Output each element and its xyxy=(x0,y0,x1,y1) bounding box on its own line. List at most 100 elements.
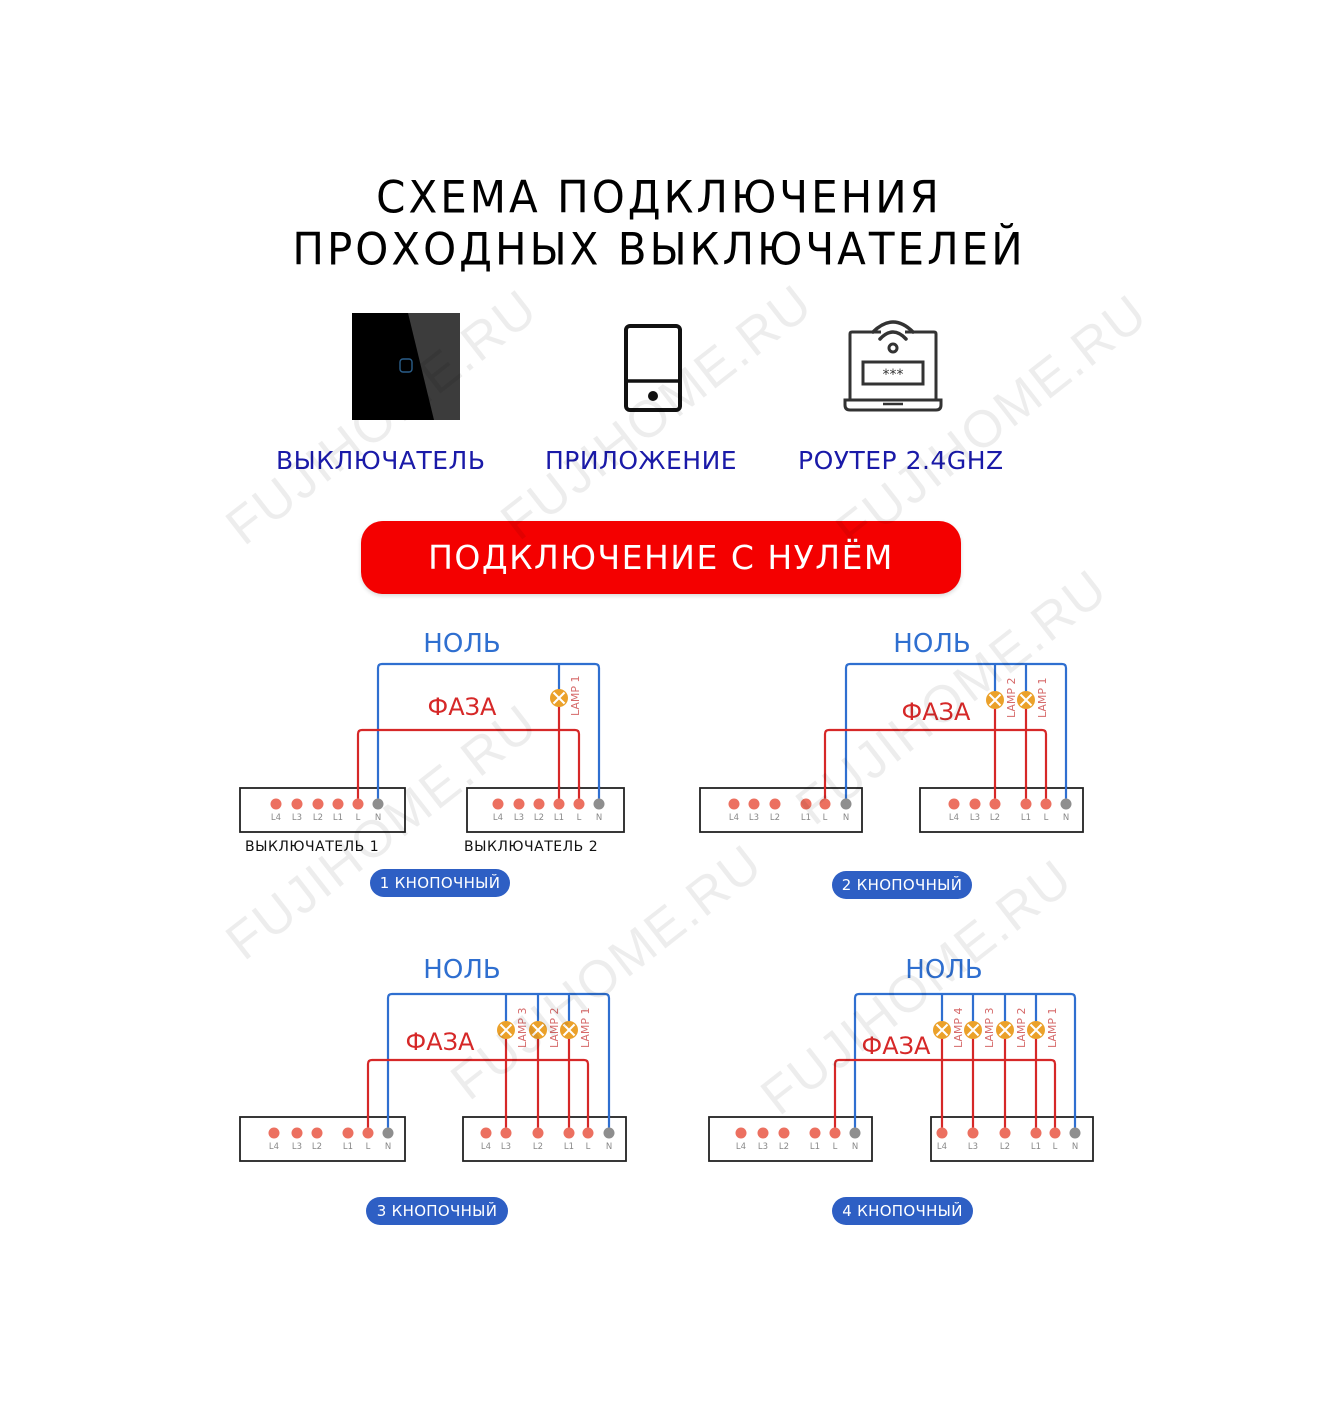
lamp-label: LAMP 2 xyxy=(1015,1007,1028,1048)
terminal-l xyxy=(362,1127,374,1139)
terminal-l1 xyxy=(553,798,565,810)
lamp-icon xyxy=(560,1021,578,1039)
terminal-l3 xyxy=(967,1127,979,1139)
terminal-label: N xyxy=(1063,813,1069,823)
terminal-l3 xyxy=(969,798,981,810)
lamp-label: LAMP 1 xyxy=(579,1007,592,1048)
terminal-l4 xyxy=(480,1127,492,1139)
neutral-label: НОЛЬ xyxy=(905,955,982,985)
terminal-label: L3 xyxy=(292,813,302,823)
terminal-label: L4 xyxy=(481,1142,491,1152)
neutral-label: НОЛЬ xyxy=(423,955,500,985)
terminal-n xyxy=(593,798,605,810)
gang-badge-2: 2 КНОПОЧНЫЙ xyxy=(832,871,972,899)
terminal-label: L3 xyxy=(970,813,980,823)
terminal-label: L4 xyxy=(493,813,503,823)
gang-badge-4: 4 КНОПОЧНЫЙ xyxy=(832,1197,973,1225)
smartphone-icon xyxy=(623,323,685,417)
terminal-label: L3 xyxy=(749,813,759,823)
terminal-l2 xyxy=(311,1127,323,1139)
lamp-icon xyxy=(550,689,568,707)
terminal-l xyxy=(573,798,585,810)
lamp-label: LAMP 4 xyxy=(952,1007,965,1048)
touch-switch-icon xyxy=(352,313,460,424)
terminal-n xyxy=(840,798,852,810)
section-banner: ПОДКЛЮЧЕНИЕ С НУЛЁМ xyxy=(361,521,961,594)
terminal-label: N xyxy=(843,813,849,823)
phase-wire xyxy=(356,728,581,804)
terminal-label: L3 xyxy=(758,1142,768,1152)
terminal-l4 xyxy=(735,1127,747,1139)
lamp-icon xyxy=(1017,691,1035,709)
terminal-l1 xyxy=(1020,798,1032,810)
terminal-l1 xyxy=(342,1127,354,1139)
terminal-n xyxy=(1069,1127,1081,1139)
terminal-l4 xyxy=(268,1127,280,1139)
terminal-label: L xyxy=(586,1142,591,1152)
terminal-l xyxy=(829,1127,841,1139)
feature-label: РОУТЕР 2.4GHZ xyxy=(798,446,1004,475)
phase-label: ФАЗА xyxy=(406,1028,475,1056)
terminal-label: L1 xyxy=(1021,813,1031,823)
terminal-label: L xyxy=(577,813,582,823)
phase-wire xyxy=(833,1058,1057,1133)
terminal-l3 xyxy=(513,798,525,810)
neutral-label: НОЛЬ xyxy=(893,629,970,659)
neutral-wire xyxy=(376,662,601,804)
neutral-wire xyxy=(844,662,1068,804)
terminal-l xyxy=(819,798,831,810)
terminal-label: L4 xyxy=(949,813,959,823)
neutral-label: НОЛЬ xyxy=(423,629,500,659)
terminal-n xyxy=(603,1127,615,1139)
terminal-label: N xyxy=(385,1142,391,1152)
lamp-label: LAMP 2 xyxy=(548,1007,561,1048)
terminal-label: L2 xyxy=(779,1142,789,1152)
title-line-2: ПРОХОДНЫХ ВЫКЛЮЧАТЕЛЕЙ xyxy=(292,223,1026,276)
terminal-n xyxy=(1060,798,1072,810)
terminal-label: L2 xyxy=(770,813,780,823)
terminal-label: L1 xyxy=(801,813,811,823)
terminal-l4 xyxy=(728,798,740,810)
feature-switch: ВЫКЛЮЧАТЕЛЬ xyxy=(276,446,486,475)
feature-label: ВЫКЛЮЧАТЕЛЬ xyxy=(276,446,486,475)
terminal-label: L xyxy=(833,1142,838,1152)
terminal-l3 xyxy=(291,1127,303,1139)
terminal-label: L xyxy=(1044,813,1049,823)
feature-router: РОУТЕР 2.4GHZ xyxy=(798,446,1004,475)
neutral-wire xyxy=(386,992,611,1133)
title-line-1: СХЕМА ПОДКЛЮЧЕНИЯ xyxy=(376,171,942,224)
lamp-label: LAMP 1 xyxy=(1036,677,1049,718)
terminal-l1 xyxy=(563,1127,575,1139)
terminal-l1 xyxy=(1030,1127,1042,1139)
terminal-l xyxy=(1049,1127,1061,1139)
terminal-label: L1 xyxy=(810,1142,820,1152)
terminal-label: L3 xyxy=(292,1142,302,1152)
neutral-wire xyxy=(853,992,1077,1133)
terminal-label: L2 xyxy=(313,813,323,823)
lamp-icon xyxy=(986,691,1004,709)
terminal-label: N xyxy=(852,1142,858,1152)
terminal-l xyxy=(582,1127,594,1139)
terminal-l2 xyxy=(999,1127,1011,1139)
phase-wire xyxy=(366,1058,590,1133)
terminal-label: N xyxy=(375,813,381,823)
lamp-label: LAMP 3 xyxy=(516,1007,529,1048)
terminal-label: L4 xyxy=(729,813,739,823)
terminal-label: L xyxy=(366,1142,371,1152)
lamp-icon xyxy=(996,1021,1014,1039)
gang-badge-1: 1 КНОПОЧНЫЙ xyxy=(370,869,510,897)
phase-label: ФАЗА xyxy=(902,698,971,726)
lamp-label: LAMP 2 xyxy=(1005,677,1018,718)
terminal-label: L1 xyxy=(343,1142,353,1152)
terminal-l1 xyxy=(809,1127,821,1139)
lamp-icon xyxy=(964,1021,982,1039)
terminal-label: L3 xyxy=(514,813,524,823)
terminal-l4 xyxy=(948,798,960,810)
phase-label: ФАЗА xyxy=(428,693,497,721)
terminal-l xyxy=(352,798,364,810)
